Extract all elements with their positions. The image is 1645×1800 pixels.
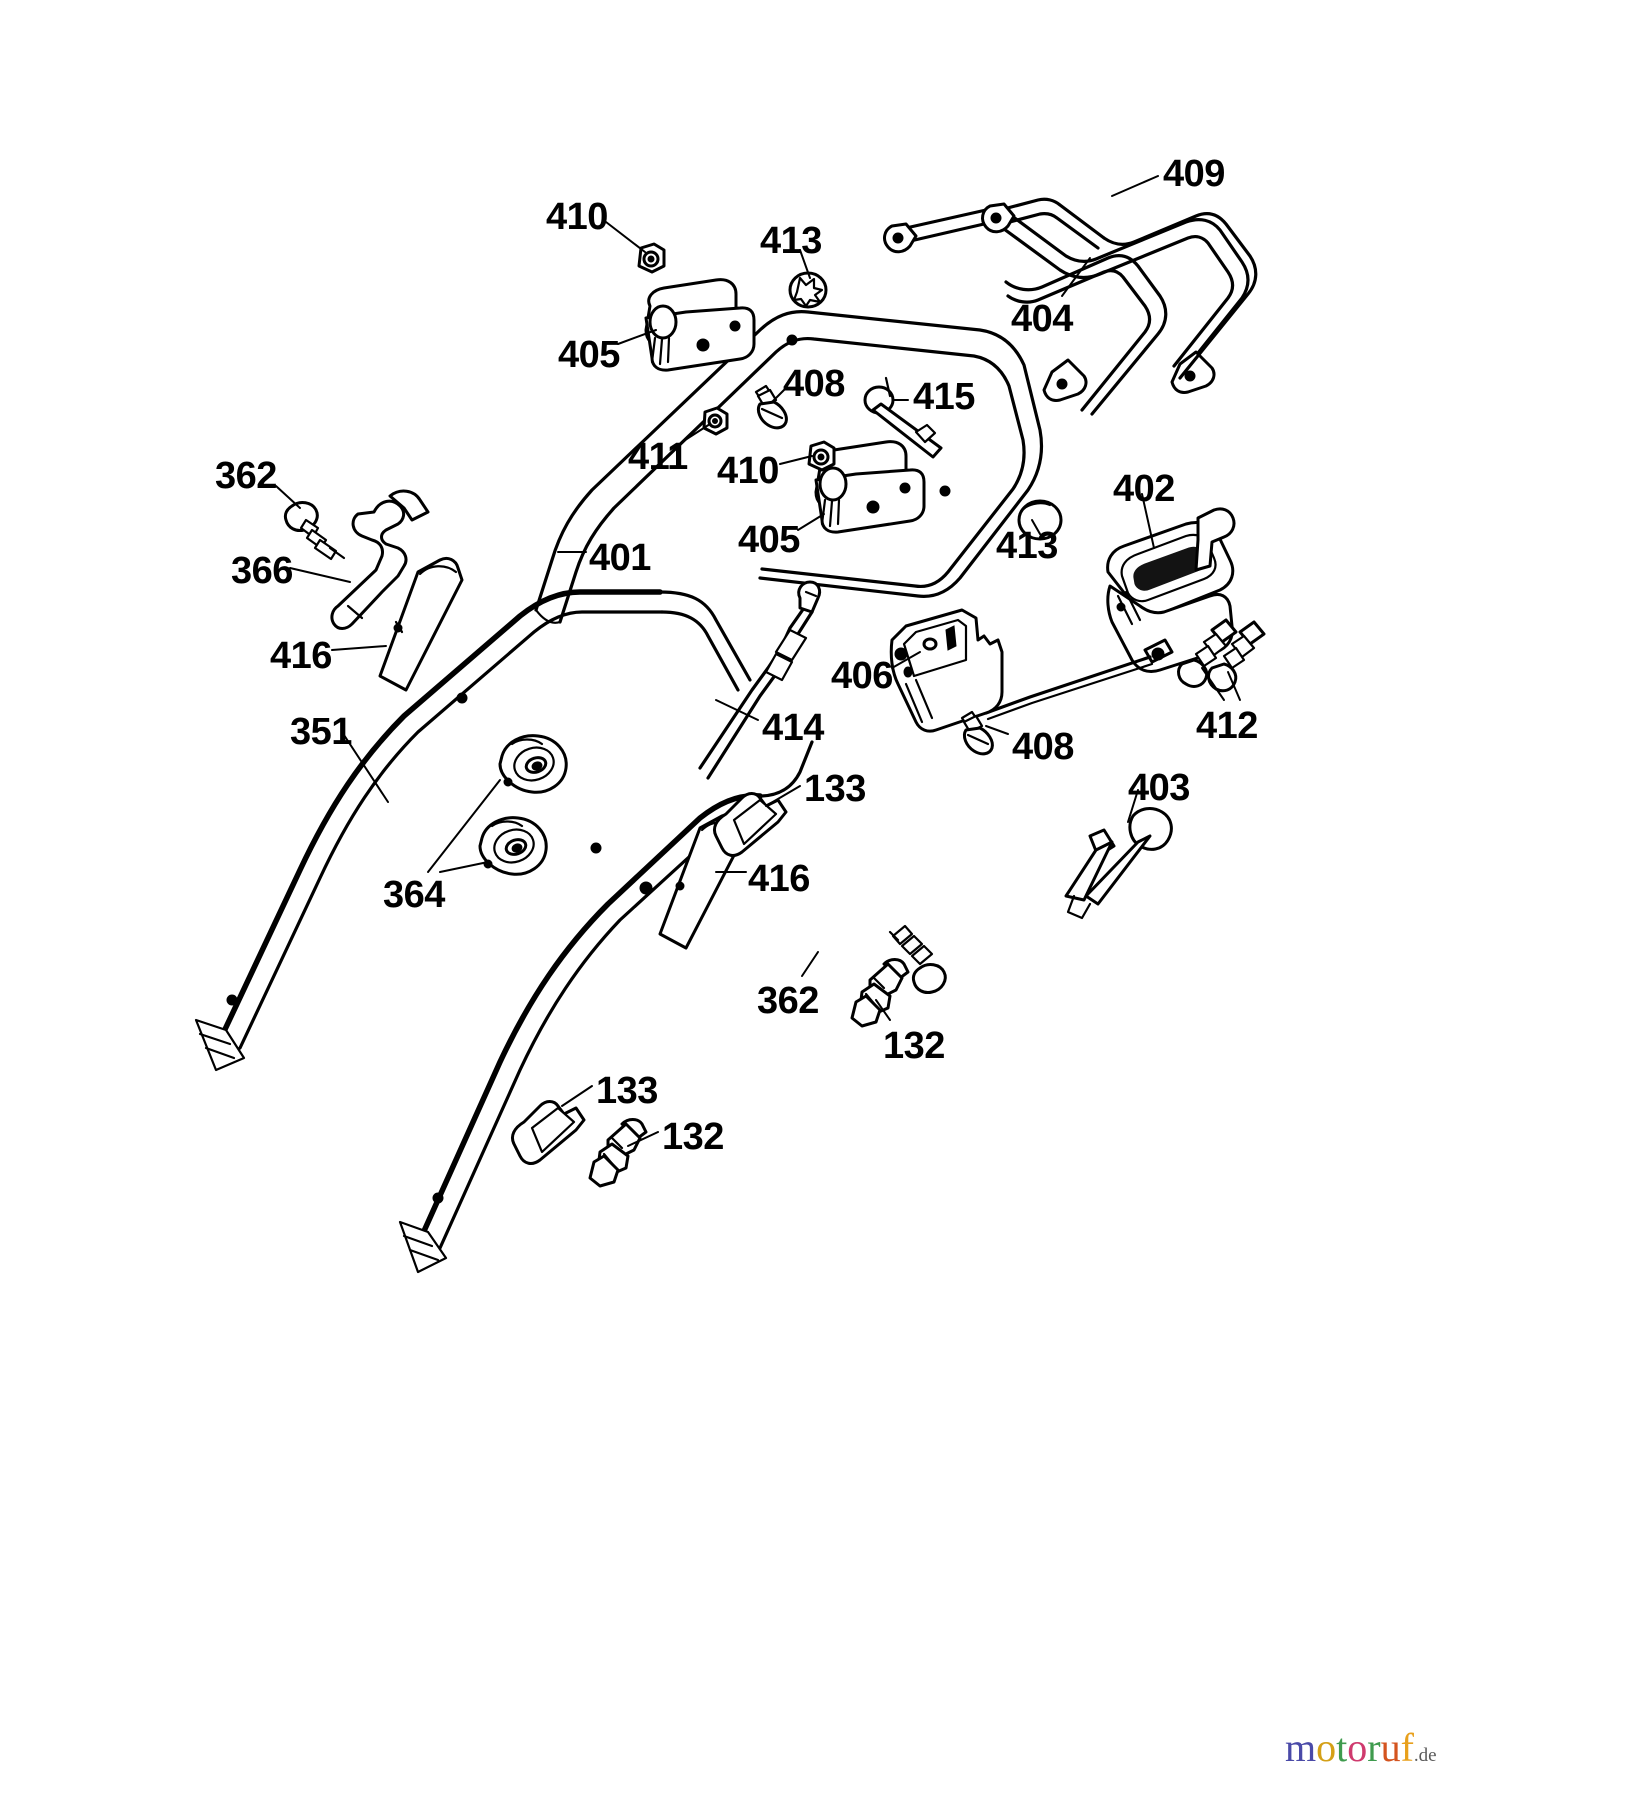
watermark-suffix: .de — [1413, 1745, 1437, 1766]
cable-guide-knob-364-upper — [498, 734, 568, 794]
grommet-413-right — [1017, 499, 1063, 541]
bracket-406 — [889, 608, 1004, 733]
watermark-letter: o — [1347, 1725, 1368, 1770]
handle-bend — [658, 590, 814, 798]
leader-lines — [275, 175, 1241, 1147]
cable-clip-132-lower — [588, 1118, 648, 1188]
cable-clamp-405-upper — [644, 278, 756, 372]
callout-408-upper: 408 — [783, 363, 845, 405]
screw-362-upper — [283, 501, 346, 561]
callout-351: 351 — [290, 711, 352, 753]
callout-406: 406 — [831, 655, 893, 697]
callout-133-upper: 133 — [804, 768, 866, 810]
pivot-pin-415 — [863, 376, 943, 459]
callout-410-upper: 410 — [546, 196, 608, 238]
control-cable-414 — [698, 580, 822, 780]
callout-416-right: 416 — [748, 858, 810, 900]
callout-411: 411 — [628, 436, 688, 478]
upper-handlebar-401 — [534, 310, 1044, 624]
callout-366: 366 — [231, 550, 293, 592]
watermark-letter: r — [1367, 1725, 1381, 1770]
watermark-letter: f — [1400, 1725, 1414, 1770]
callout-362-upper: 362 — [215, 455, 277, 497]
callout-364: 364 — [383, 874, 445, 916]
watermark-letter: t — [1336, 1725, 1348, 1770]
starter-handle-403 — [1064, 807, 1173, 920]
watermark-letter: o — [1316, 1725, 1337, 1770]
callout-409: 409 — [1163, 153, 1225, 195]
watermark-letter: m — [1285, 1725, 1317, 1770]
callout-132-upper: 132 — [883, 1025, 945, 1067]
callout-415: 415 — [913, 376, 975, 418]
nut-411 — [702, 406, 729, 436]
screws-412 — [1177, 618, 1266, 693]
callout-404: 404 — [1011, 298, 1073, 340]
screw-362-lower — [888, 924, 947, 994]
callout-416-left: 416 — [270, 635, 332, 677]
callout-401: 401 — [589, 537, 651, 579]
flange-nut-410-upper — [637, 242, 666, 274]
lower-handle-left-351 — [194, 589, 664, 1072]
callout-362-lower: 362 — [757, 980, 819, 1022]
cable-clamp-405-lower — [814, 440, 926, 534]
cable-sleeve-133-upper — [712, 792, 788, 857]
flange-nut-410-lower — [807, 440, 836, 472]
star-washer-413-upper — [788, 271, 828, 309]
motoruf-watermark: motoruf.de — [1285, 1728, 1437, 1768]
callout-412: 412 — [1196, 705, 1258, 747]
grip-tube-416-left — [378, 556, 464, 692]
clip-366 — [330, 489, 430, 630]
control-bar-404 — [981, 197, 1258, 416]
throttle-cable — [984, 655, 1154, 721]
callout-402: 402 — [1113, 468, 1175, 510]
callout-410-lower: 410 — [717, 450, 779, 492]
watermark-letter: u — [1380, 1725, 1401, 1770]
callout-414: 414 — [762, 707, 824, 749]
cable-sleeve-133-lower — [510, 1100, 586, 1165]
callout-405-lower: 405 — [738, 519, 800, 561]
cable-guide-knob-364-lower — [478, 816, 548, 876]
callout-413-upper: 413 — [760, 220, 822, 262]
cable-clip-132-upper — [850, 958, 910, 1028]
callout-408-lower: 408 — [1012, 726, 1074, 768]
callout-405-upper: 405 — [558, 334, 620, 376]
callout-413-right: 413 — [996, 525, 1058, 567]
screw-408-lower — [960, 710, 994, 756]
callout-403: 403 — [1128, 767, 1190, 809]
callout-133-lower: 133 — [596, 1070, 658, 1112]
callout-132-lower: 132 — [662, 1116, 724, 1158]
